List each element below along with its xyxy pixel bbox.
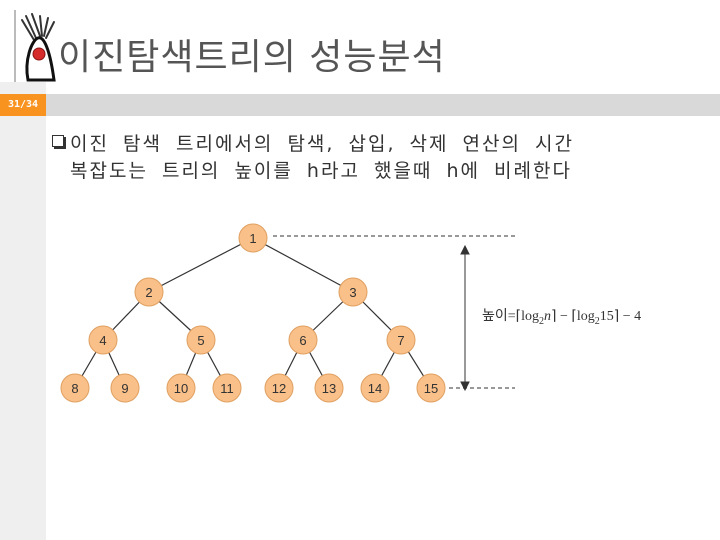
tree-node: 15 (417, 374, 445, 402)
height-formula-text: 높이=⌈log2n⌉ − ⌈log215⌉ − 4 (482, 308, 641, 327)
tree-node-label: 13 (322, 381, 336, 396)
tree-node-label: 9 (121, 381, 128, 396)
left-sidebar-strip (0, 82, 46, 540)
body-text: 이진 탐색 트리에서의 탐색, 삽입, 삭제 연산의 시간 복잡도는 트리의 높… (70, 131, 700, 185)
tree-node-label: 7 (397, 333, 404, 348)
tree-node: 7 (387, 326, 415, 354)
tree-node-label: 1 (249, 231, 256, 246)
tree-node-label: 15 (424, 381, 438, 396)
tree-node: 9 (111, 374, 139, 402)
tree-node: 5 (187, 326, 215, 354)
tree-node-label: 2 (145, 285, 152, 300)
tree-node: 10 (167, 374, 195, 402)
tree-node-label: 6 (299, 333, 306, 348)
tree-node: 2 (135, 278, 163, 306)
tree-node-label: 11 (220, 381, 234, 396)
page-number-badge: 31/34 (0, 94, 46, 116)
tree-node-label: 12 (272, 381, 286, 396)
tree-node: 11 (213, 374, 241, 402)
tree-node: 4 (89, 326, 117, 354)
bullet-icon (52, 135, 64, 147)
height-formula: 높이=⌈log2n⌉ − ⌈log215⌉ − 4 (482, 308, 641, 327)
slide-title: 이진탐색트리의 성능분석 (58, 28, 446, 80)
tree-edge (149, 238, 253, 292)
tree-node-label: 5 (197, 333, 204, 348)
tree-node: 12 (265, 374, 293, 402)
tree-node-label: 4 (99, 333, 106, 348)
tree-edge (253, 238, 353, 292)
tree-node-label: 3 (349, 285, 356, 300)
body-text-line-2: 복잡도는 트리의 높이를 h라고 했을때 h에 비례한다 (70, 158, 700, 185)
tree-node: 13 (315, 374, 343, 402)
body-text-line-1: 이진 탐색 트리에서의 탐색, 삽입, 삭제 연산의 시간 (70, 131, 700, 158)
tree-node-label: 14 (368, 381, 382, 396)
tree-node: 14 (361, 374, 389, 402)
tree-node: 1 (239, 224, 267, 252)
tree-node: 8 (61, 374, 89, 402)
tree-node-label: 10 (174, 381, 188, 396)
tree-node-label: 8 (71, 381, 78, 396)
tree-node: 3 (339, 278, 367, 306)
tree-node: 6 (289, 326, 317, 354)
header-bar (0, 94, 720, 116)
